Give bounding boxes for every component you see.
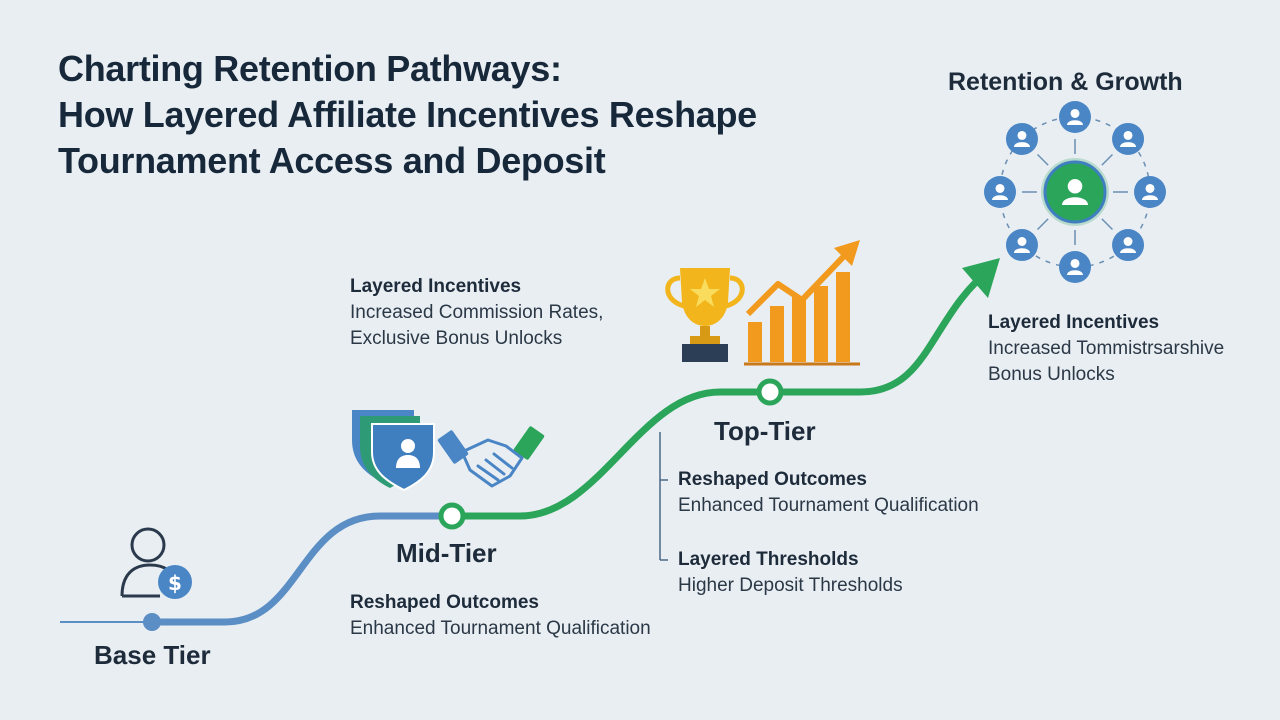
bar-chart-arrow-icon: [744, 240, 860, 366]
network-user-icon: [1112, 122, 1145, 155]
mid-outcomes-line-1: Enhanced Tournament Qualification: [350, 618, 651, 639]
top-outcomes-heading: Reshaped Outcomes: [678, 469, 867, 490]
growth-incentives-line-2: Bonus Unlocks: [988, 364, 1115, 385]
top-outcomes-line-1: Enhanced Tournament Qualification: [678, 495, 979, 516]
handshake-icon: [437, 426, 545, 488]
top-tier-label: Top-Tier: [714, 416, 816, 446]
network-link: [1036, 153, 1049, 166]
network-user-icon: [984, 176, 1016, 208]
network-link: [1101, 218, 1114, 231]
title-line-2: How Layered Affiliate Incentives Reshape: [58, 94, 757, 135]
network-user-icon: [1059, 101, 1091, 133]
network-user-icon: [1134, 176, 1166, 208]
title-line-1: Charting Retention Pathways:: [58, 48, 562, 89]
shield-user-icon: [352, 410, 435, 492]
network-user-icon: [1005, 229, 1038, 262]
network-user-icon: [1005, 122, 1038, 155]
network-center-user-icon: [1049, 166, 1101, 218]
top-thresholds-heading: Layered Thresholds: [678, 549, 859, 570]
user-network-icon: [984, 101, 1166, 283]
mid-incentives-line-1: Increased Commission Rates,: [350, 302, 604, 323]
outcomes-bracket: [659, 432, 668, 561]
mid-node: [438, 502, 466, 530]
top-node: [756, 378, 784, 406]
growth-incentives-line-1: Increased Tommistrsarshive: [988, 338, 1225, 359]
mid-outcomes-block: Reshaped Outcomes Enhanced Tournament Qu…: [350, 590, 651, 642]
network-user-icon: [1059, 251, 1091, 283]
base-tier-label: Base Tier: [94, 640, 211, 670]
title-line-3: Tournament Access and Deposit: [58, 140, 606, 181]
network-link: [1036, 218, 1049, 231]
page-title: Charting Retention Pathways: How Layered…: [58, 46, 757, 184]
trophy-icon: [665, 268, 745, 362]
path-green-segment: [448, 264, 996, 520]
network-user-icon: [1112, 229, 1145, 262]
network-link: [1101, 153, 1114, 166]
top-outcomes-block: Reshaped Outcomes Enhanced Tournament Qu…: [678, 467, 979, 519]
mid-outcomes-heading: Reshaped Outcomes: [350, 592, 539, 613]
growth-title: Retention & Growth: [948, 68, 1183, 96]
growth-incentives-heading: Layered Incentives: [988, 312, 1160, 333]
mid-tier-label: Mid-Tier: [396, 538, 497, 568]
mid-incentives-line-2: Exclusive Bonus Unlocks: [350, 328, 563, 349]
user-dollar-icon: $: [120, 527, 192, 599]
base-node: [143, 613, 161, 631]
top-thresholds-line-1: Higher Deposit Thresholds: [678, 575, 903, 596]
svg-text:$: $: [168, 571, 182, 595]
top-thresholds-block: Layered Thresholds Higher Deposit Thresh…: [678, 547, 903, 599]
growth-incentives-block: Layered Incentives Increased Tommistrsar…: [988, 310, 1224, 388]
path-arrowhead: [962, 258, 1000, 298]
mid-incentives-block: Layered Incentives Increased Commission …: [350, 274, 603, 352]
mid-incentives-heading: Layered Incentives: [350, 276, 522, 297]
path-blue-segment: [148, 512, 456, 626]
